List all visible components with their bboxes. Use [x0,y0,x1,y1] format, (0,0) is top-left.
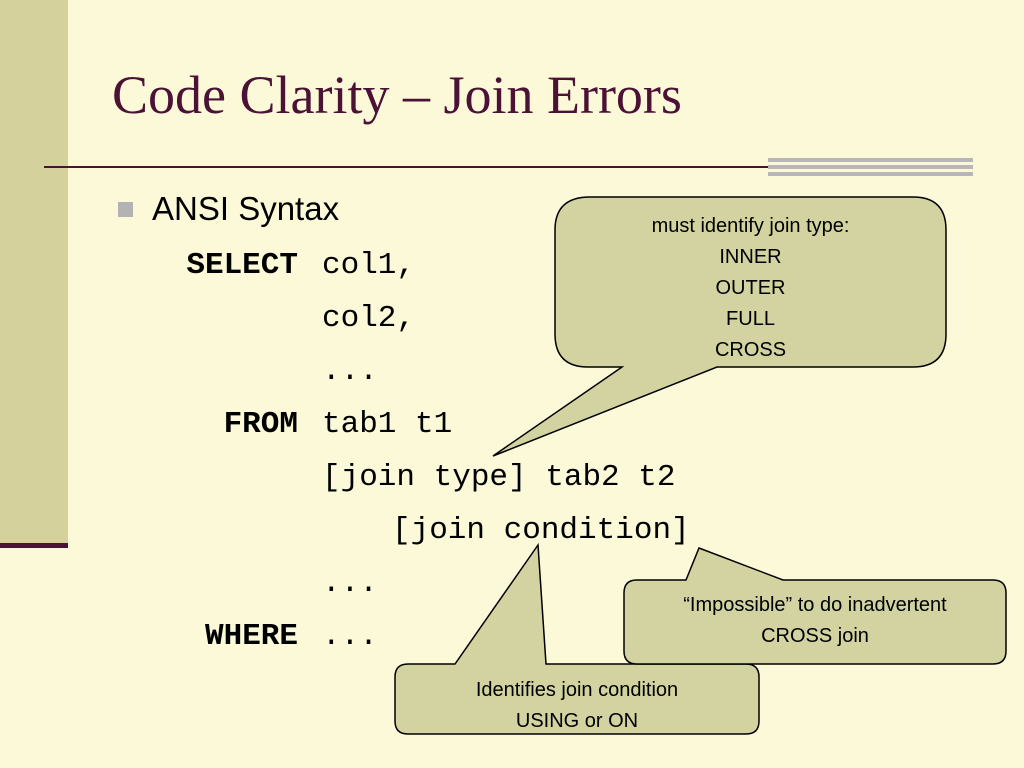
code-line-table1: tab1 t1 [322,407,453,442]
title-stripes [768,158,973,178]
code-line-ellipsis-2: ... [322,566,378,601]
slide-title: Code Clarity – Join Errors [112,65,682,125]
callout-join-condition-shape [394,542,760,735]
left-decor-rule [0,543,68,548]
code-line-where-ellipsis: ... [322,619,378,654]
code-line-col2: col2, [322,301,416,336]
callout-cross-join-line2: CROSS join [761,625,869,647]
callout-join-type-text: must identify join type: INNER OUTER FUL… [555,211,946,366]
callout-join-condition-text: Identifies join condition USING or ON [395,675,759,737]
bullet-icon [118,202,133,217]
code-keyword-from: FROM [223,407,298,442]
title-divider [44,166,964,168]
code-keyword-where: WHERE [204,619,298,654]
join-type-outer: OUTER [715,277,786,299]
callout-join-type-heading: must identify join type: [651,215,850,237]
callout-cross-join-line1: “Impossible” to do inadvertent [683,594,947,616]
callout-join-condition-line2: USING or ON [515,710,639,732]
code-line-join-condition: [join condition] [392,513,690,548]
code-line-join-type: [join type] tab2 t2 [322,460,676,495]
code-line-col1: col1, [322,248,416,283]
callout-join-condition-line1: Identifies join condition [475,679,679,701]
callout-cross-join-text: “Impossible” to do inadvertent CROSS joi… [624,590,1006,652]
bullet-text: ANSI Syntax [152,190,340,227]
join-type-cross: CROSS [714,339,787,361]
join-type-full: FULL [726,308,775,330]
callout-join-type-shape [492,196,947,457]
code-line-ellipsis: ... [322,354,378,389]
join-type-inner: INNER [719,246,782,268]
callout-cross-join-shape [623,547,1007,665]
code-keyword-select: SELECT [186,248,298,283]
left-decor-band [0,0,68,548]
